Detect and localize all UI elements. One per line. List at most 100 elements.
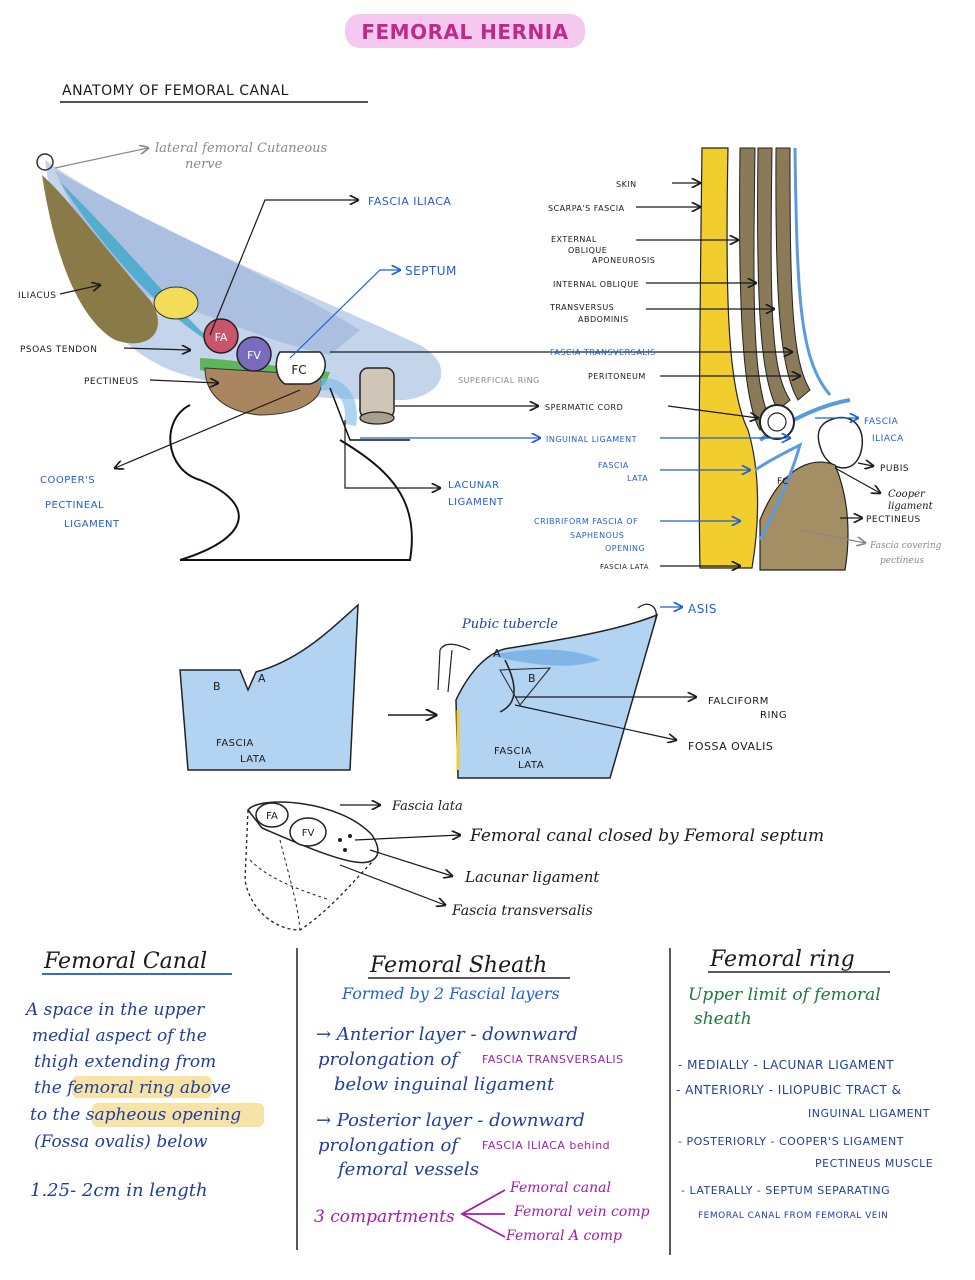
- lacunar-leader: [344, 420, 440, 488]
- coopers-line1: COOPER'S: [40, 475, 95, 486]
- pubic-tubercle-label: Pubic tubercle: [461, 617, 558, 632]
- ring-posteriorly-1: - POSTERIORLY - COOPER'S LIGAMENT: [678, 1135, 904, 1148]
- lacunar-line2: LIGAMENT: [448, 497, 504, 508]
- fascia-covering-line1: Fascia covering: [869, 541, 942, 551]
- fossa-ovalis-label: FOSSA OVALIS: [688, 740, 773, 753]
- fc-small-label: FC: [777, 477, 788, 487]
- sheath-transversalis-label: Fascia transversalis: [451, 903, 593, 919]
- ring-medially: - MEDIALLY - LACUNAR LIGAMENT: [678, 1058, 894, 1072]
- posterior-line-2b: FASCIA ILIACA behind: [482, 1139, 610, 1152]
- spermatic-cord-circle: [759, 404, 795, 440]
- ring-posteriorly-2: PECTINEUS MUSCLE: [815, 1157, 933, 1170]
- lateral-nerve-loop: [36, 153, 54, 171]
- fascia-lata-blue-line1: FASCIA: [598, 461, 629, 470]
- femoral-canal-closed-label: Femoral canal closed by Femoral septum: [469, 826, 824, 846]
- cooper-ligament-leader: [834, 467, 880, 493]
- femoral-sheath-column: Femoral Sheath Formed by 2 Fascial layer…: [314, 953, 650, 1244]
- fascia-transversalis-line: [793, 147, 832, 396]
- compartments-bracket: [460, 1189, 506, 1238]
- sagittal-figure: FC: [698, 147, 864, 571]
- comp-item-3: Femoral A comp: [505, 1228, 622, 1244]
- triangle-outline: [499, 667, 552, 706]
- comp-item-2: Femoral vein comp: [513, 1204, 650, 1220]
- fascia-layer: [60, 182, 215, 345]
- canal-line-4: the femoral ring above: [34, 1078, 231, 1098]
- lateral-nerve-line2: nerve: [185, 157, 223, 172]
- title-highlight: [345, 14, 585, 48]
- ext-oblique-line1: EXTERNAL: [551, 235, 597, 244]
- cribriform-line1: CRIBRIFORM FASCIA OF: [534, 517, 638, 526]
- fascia-lata-line: [754, 442, 803, 541]
- canal-line-6: (Fossa ovalis) below: [34, 1132, 208, 1152]
- iliacus-label: ILIACUS: [18, 291, 56, 301]
- sheath-fascia-lata-label: Fascia lata: [391, 799, 463, 814]
- anterior-line-3: below inguinal ligament: [334, 1074, 555, 1095]
- anterior-line-2a: prolongation of: [318, 1049, 461, 1070]
- pubis-leader: [857, 463, 873, 466]
- fc-label: FC: [291, 363, 306, 377]
- lacunar-outline: [329, 387, 410, 441]
- ring-laterally-1: - LATERALLY - SEPTUM SEPARATING: [681, 1184, 890, 1197]
- canal-line-5: to the sapheous opening: [30, 1105, 241, 1125]
- transversus-line2: ABDOMINIS: [578, 315, 629, 324]
- fascia-transversalis-label: FASCIA TRANSVERSALIS: [550, 348, 656, 357]
- pectineus-r-label: PECTINEUS: [866, 515, 921, 525]
- pubic-tubercle-outline: [437, 643, 471, 693]
- femoral-vein-circle: [236, 336, 272, 372]
- femoral-nerve: [153, 286, 199, 320]
- ext-oblique-line3: APONEUROSIS: [592, 256, 655, 265]
- femoral-canal-box: [275, 351, 326, 385]
- sheath-lacunar-leader: [369, 849, 452, 876]
- superficial-ring-label: SUPERFICIAL RING: [458, 376, 540, 385]
- fascia-lata-sheet-left: [179, 603, 359, 771]
- peritoneum-label: PERITONEUM: [588, 372, 646, 381]
- anterior-line-2b: FASCIA TRANSVERSALIS: [482, 1053, 624, 1066]
- asis-hook: [637, 603, 657, 621]
- spermatic-cord-inner: [767, 412, 787, 432]
- septum-leader: [289, 270, 400, 359]
- thigh-outline: [169, 404, 413, 561]
- fossa-ovalis-leader: [514, 704, 676, 740]
- posterior-line-3: femoral vessels: [336, 1159, 479, 1180]
- cross-section-figure: FA FV FC: [36, 153, 442, 561]
- femoral-canal-closed-leader: [354, 835, 460, 841]
- posterior-line-2a: prolongation of: [318, 1135, 461, 1156]
- lymph-node-2: [348, 834, 352, 838]
- posterior-line-1: → Posterior layer - downward: [316, 1110, 585, 1131]
- subcutaneous-fat: [698, 147, 759, 569]
- a-label-right: A: [493, 647, 501, 660]
- fascia-lata-blue-line2: LATA: [627, 474, 648, 483]
- sheath-fv-ellipse: [289, 817, 327, 847]
- sheath-fv-label: FV: [302, 828, 315, 839]
- spermatic-cord-leader: [667, 405, 758, 418]
- canal-length: 1.25- 2cm in length: [30, 1180, 208, 1201]
- fascia-lata-black-label: FASCIA LATA: [600, 563, 649, 571]
- fa-label: FA: [215, 331, 228, 344]
- cooper-ligament-line2: ligament: [888, 501, 934, 512]
- sheath-fa-label: FA: [266, 811, 278, 822]
- fascia-lata-figure: B A FASCIA LATA A B FASCIA LATA Pubic tu…: [179, 602, 787, 779]
- a-label-left: A: [258, 672, 266, 685]
- cribriform-line2: SAPHENOUS: [570, 531, 624, 540]
- scarpa-label: SCARPA'S FASCIA: [548, 204, 625, 213]
- fascia-iliaca-r-line1: FASCIA: [864, 417, 899, 427]
- spermatic-cord-end: [359, 411, 395, 425]
- septum-label: SEPTUM: [405, 264, 457, 278]
- pubis-label: PUBIS: [880, 464, 909, 474]
- fascia-lata-left-line2: LATA: [240, 754, 266, 765]
- cribriform-line3: OPENING: [605, 544, 645, 553]
- psoas-label: PSOAS TENDON: [20, 345, 97, 355]
- falciform-shade: [490, 649, 600, 666]
- sheath-transversalis-leader: [339, 864, 445, 905]
- iliopsoas-shade: [55, 170, 360, 355]
- anterior-line-1: → Anterior layer - downward: [316, 1024, 578, 1045]
- b-label-right: B: [528, 672, 536, 685]
- sheath-figure: FA FV Fascia lata Femoral canal closed b…: [244, 799, 824, 931]
- inguinal-ligament-label: INGUINAL LIGAMENT: [546, 435, 637, 444]
- fascia-lata-right-line1: FASCIA: [494, 746, 532, 757]
- pectineus-muscle-sagittal: [759, 461, 849, 571]
- cooper-ligament-line1: Cooper: [888, 489, 926, 500]
- ring-laterally-2: FEMORAL CANAL FROM FEMORAL VEIN: [698, 1211, 888, 1221]
- fascia-covering-leader: [799, 529, 865, 543]
- iliacus-leader: [59, 285, 100, 295]
